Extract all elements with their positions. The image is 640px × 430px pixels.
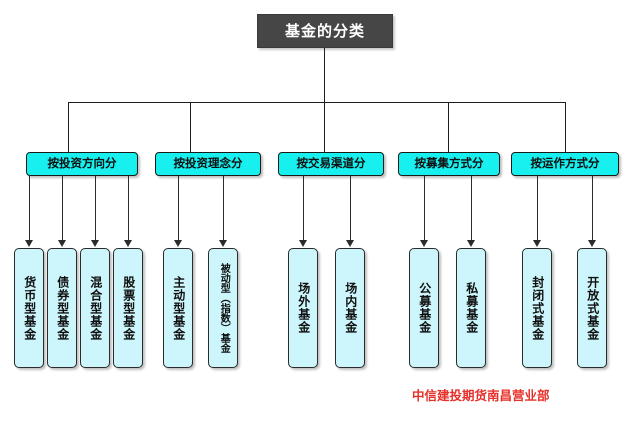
leaf-arrow-stem — [303, 176, 304, 240]
leaf-arrow-head — [25, 240, 33, 247]
category-drop-line-5 — [565, 102, 566, 152]
root-title-box: 基金的分类 — [257, 14, 393, 48]
leaf-label: 主动型基金 — [171, 275, 186, 341]
category-label: 按运作方式分 — [530, 156, 600, 171]
leaf-label: 场内基金 — [343, 282, 358, 334]
leaf-arrow-head — [91, 240, 99, 247]
category-box-operation-method[interactable]: 按运作方式分 — [511, 152, 619, 176]
distribution-bar — [68, 102, 565, 103]
leaf-box-closed-end-fund[interactable]: 封闭式基金 — [522, 248, 552, 368]
leaf-box-private-offering-fund[interactable]: 私募基金 — [456, 248, 486, 368]
category-box-raising-method[interactable]: 按募集方式分 — [398, 152, 500, 176]
footer-branding: 中信建投期货南昌营业部 — [412, 388, 550, 403]
leaf-arrow-stem — [471, 176, 472, 240]
leaf-arrow-head — [420, 240, 428, 247]
leaf-box-open-end-fund[interactable]: 开放式基金 — [577, 248, 607, 368]
leaf-box-public-offering-fund[interactable]: 公募基金 — [409, 248, 439, 368]
category-drop-line-3 — [324, 102, 325, 152]
leaf-box-money-market-fund[interactable]: 货币型基金 — [14, 248, 44, 368]
category-box-trading-channel[interactable]: 按交易渠道分 — [278, 152, 384, 176]
leaf-box-passive-index-fund[interactable]: 被动型（指数）基金 — [208, 248, 238, 368]
leaf-arrow-head — [346, 240, 354, 247]
leaf-box-hybrid-fund[interactable]: 混合型基金 — [80, 248, 110, 368]
leaf-arrow-stem — [592, 176, 593, 240]
leaf-arrow-stem — [424, 176, 425, 240]
leaf-label: 开放式基金 — [585, 275, 600, 341]
leaf-label: 被动型（指数）基金 — [218, 263, 230, 353]
category-drop-line-1 — [68, 102, 69, 152]
leaf-box-active-fund[interactable]: 主动型基金 — [163, 248, 193, 368]
leaf-arrow-head — [533, 240, 541, 247]
leaf-label: 货币型基金 — [22, 275, 37, 341]
leaf-box-otc-fund[interactable]: 场外基金 — [288, 248, 318, 368]
leaf-arrow-stem — [178, 176, 179, 240]
category-label: 按投资理念分 — [173, 156, 243, 171]
leaf-box-equity-fund[interactable]: 股票型基金 — [113, 248, 143, 368]
leaf-arrow-head — [124, 240, 132, 247]
leaf-label: 混合型基金 — [88, 275, 103, 341]
leaf-arrow-stem — [62, 176, 63, 240]
leaf-label: 封闭式基金 — [530, 275, 545, 341]
leaf-arrow-stem — [223, 176, 224, 240]
leaf-arrow-head — [219, 240, 227, 247]
category-label: 按募集方式分 — [414, 156, 484, 171]
leaf-arrow-head — [467, 240, 475, 247]
leaf-arrow-head — [299, 240, 307, 247]
category-box-investment-philosophy[interactable]: 按投资理念分 — [155, 152, 261, 176]
leaf-label: 股票型基金 — [121, 275, 136, 341]
root-trunk-line — [324, 48, 325, 102]
leaf-arrow-stem — [128, 176, 129, 240]
leaf-arrow-stem — [95, 176, 96, 240]
leaf-arrow-stem — [29, 176, 30, 240]
leaf-box-exchange-traded-fund[interactable]: 场内基金 — [335, 248, 365, 368]
category-drop-line-4 — [448, 102, 449, 152]
leaf-arrow-stem — [350, 176, 351, 240]
leaf-arrow-stem — [537, 176, 538, 240]
leaf-arrow-head — [588, 240, 596, 247]
leaf-label: 私募基金 — [464, 282, 479, 334]
category-label: 按交易渠道分 — [296, 156, 366, 171]
category-label: 按投资方向分 — [47, 156, 117, 171]
leaf-label: 公募基金 — [417, 282, 432, 334]
page-title: 基金的分类 — [284, 21, 365, 40]
leaf-arrow-head — [58, 240, 66, 247]
leaf-arrow-head — [174, 240, 182, 247]
category-drop-line-2 — [190, 102, 191, 152]
leaf-label: 场外基金 — [296, 282, 311, 334]
category-box-investment-direction[interactable]: 按投资方向分 — [26, 152, 138, 176]
leaf-label: 债券型基金 — [55, 275, 70, 341]
leaf-box-bond-fund[interactable]: 债券型基金 — [47, 248, 77, 368]
